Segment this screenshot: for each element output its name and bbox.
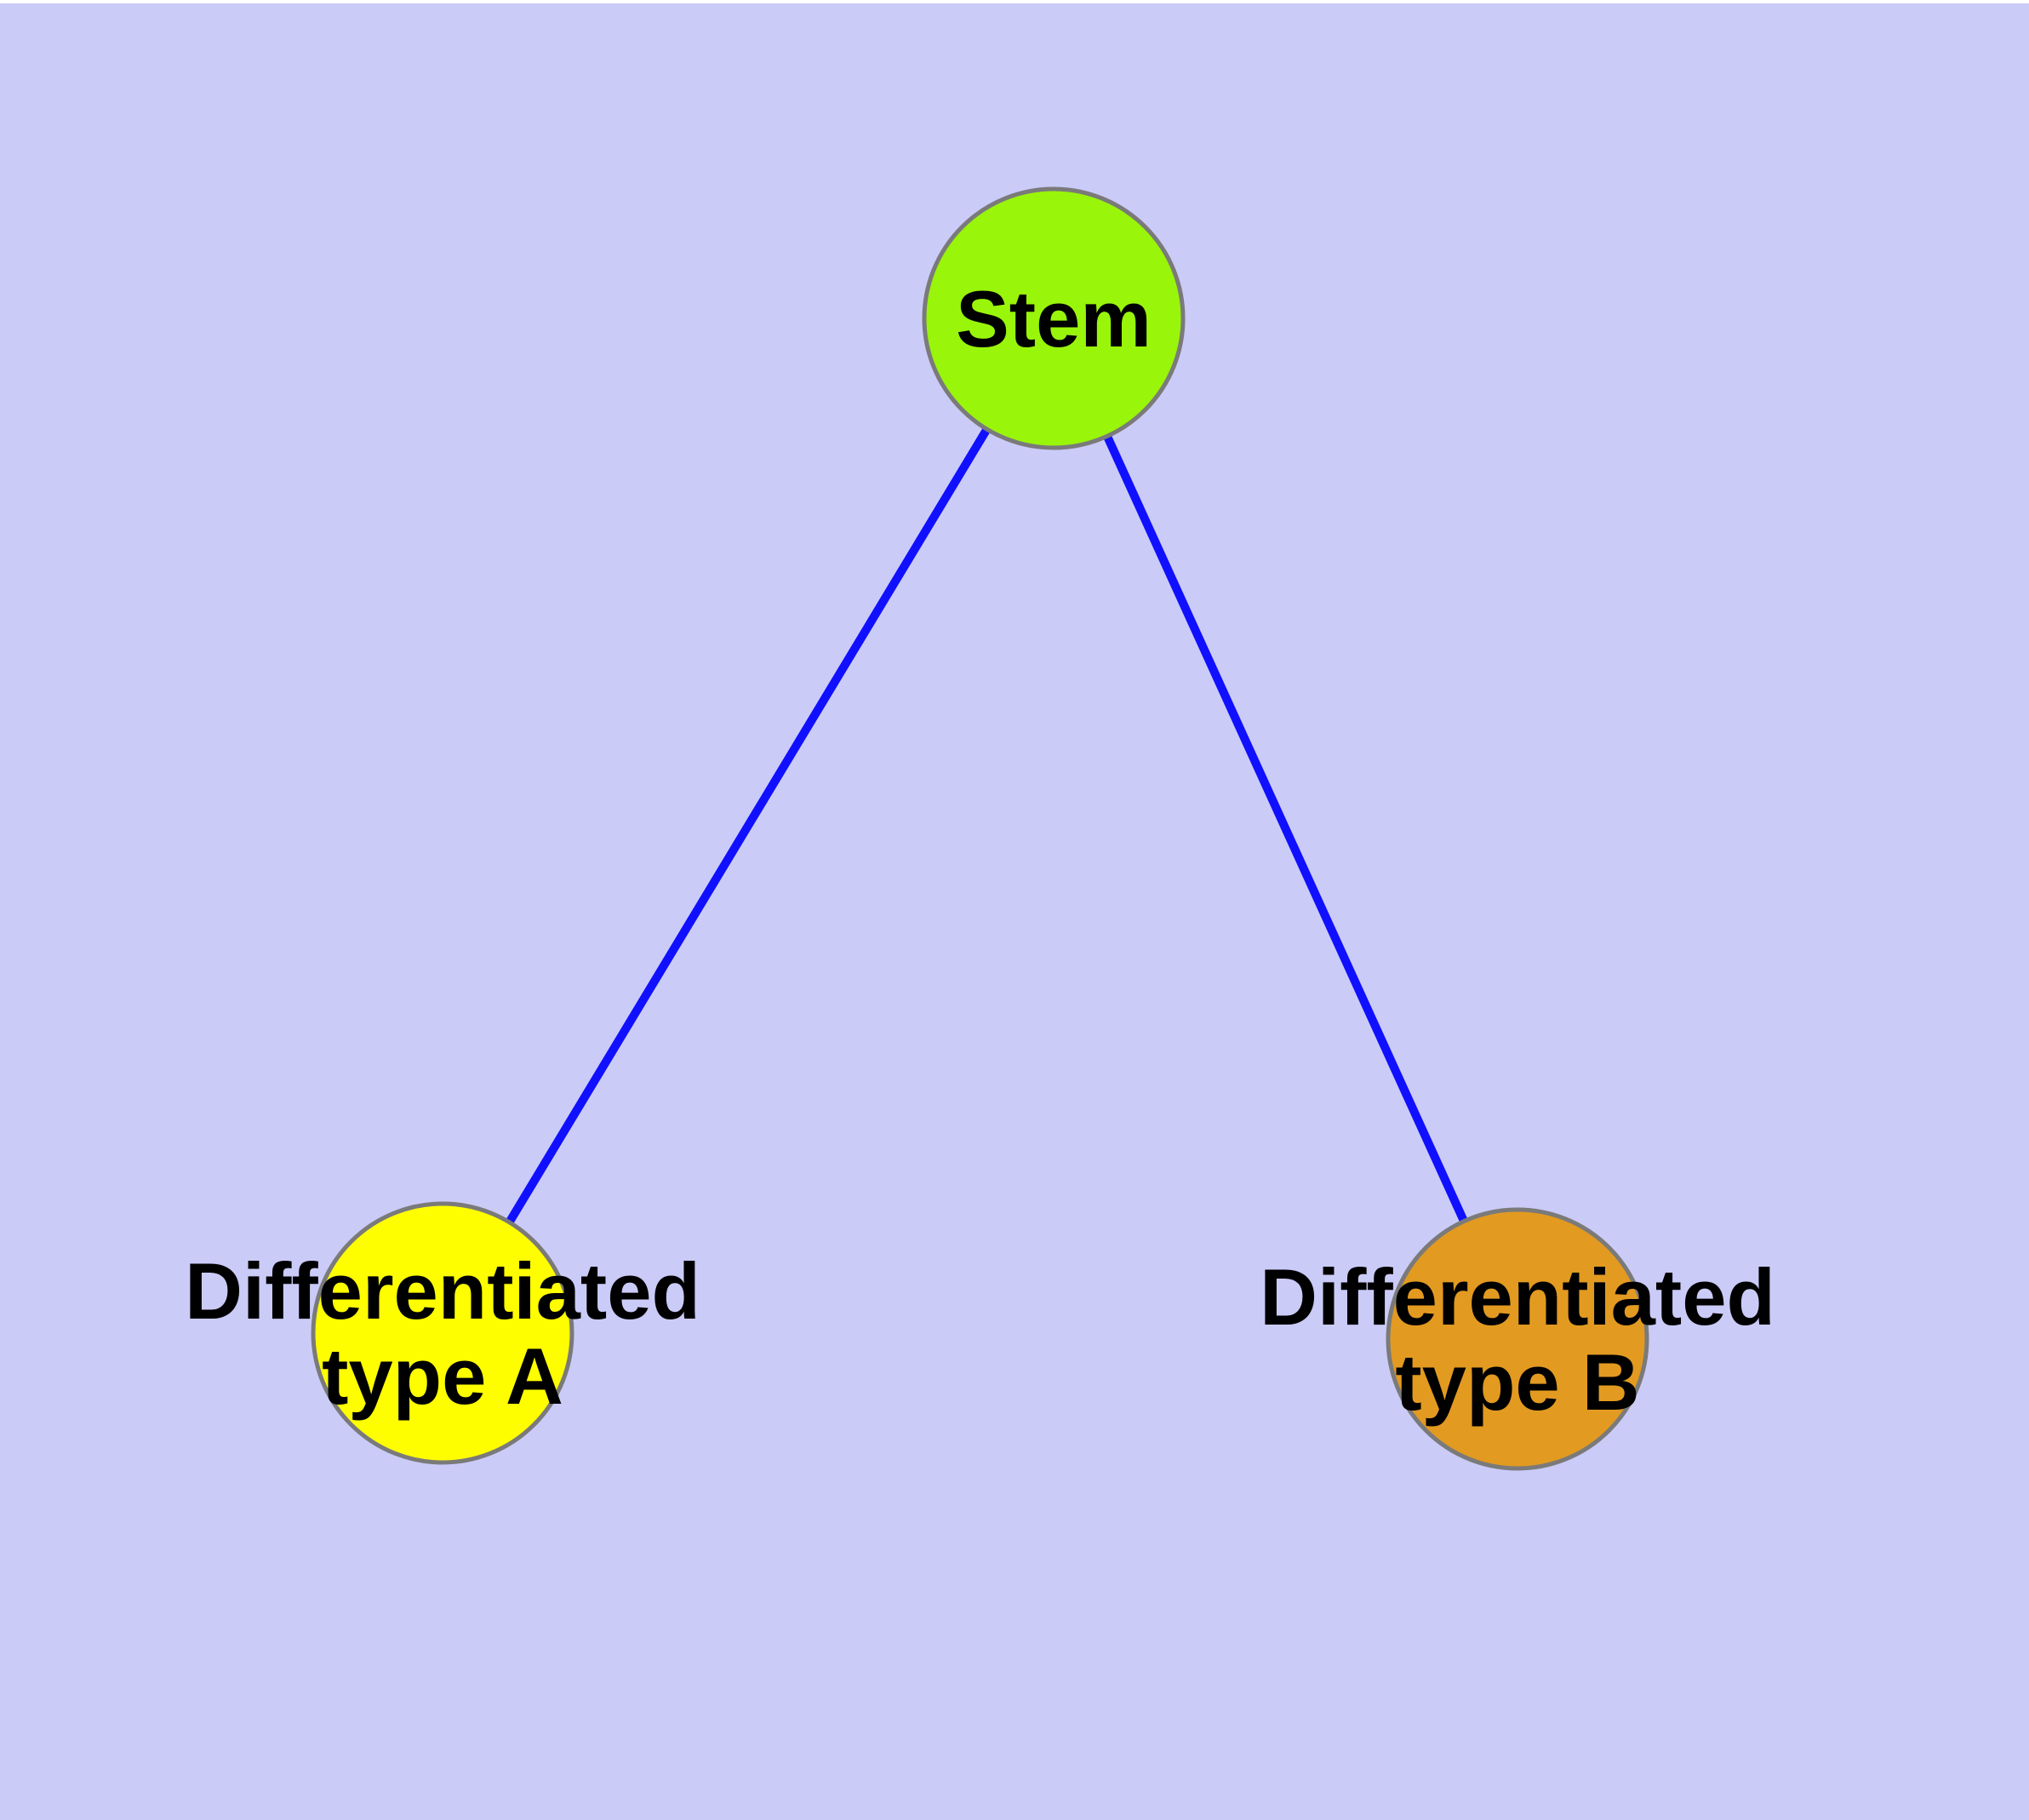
node-differentiated-type-b [1386, 1207, 1649, 1471]
node-label-line: type A [322, 1331, 563, 1421]
edge-stem-to-differentiated-type-a [438, 316, 1058, 1336]
node-differentiated-type-a [311, 1201, 574, 1465]
node-label-line: Stem [956, 274, 1152, 363]
node-label-stem: Stem [956, 274, 1152, 363]
edge-stem-to-differentiated-type-b [1049, 316, 1522, 1342]
node-label-line: Differentiated [185, 1246, 700, 1336]
top-margin-strip [0, 0, 2029, 3]
node-label-line: type B [1395, 1337, 1639, 1427]
node-stem [922, 186, 1186, 450]
node-label-line: Differentiated [1260, 1252, 1775, 1342]
